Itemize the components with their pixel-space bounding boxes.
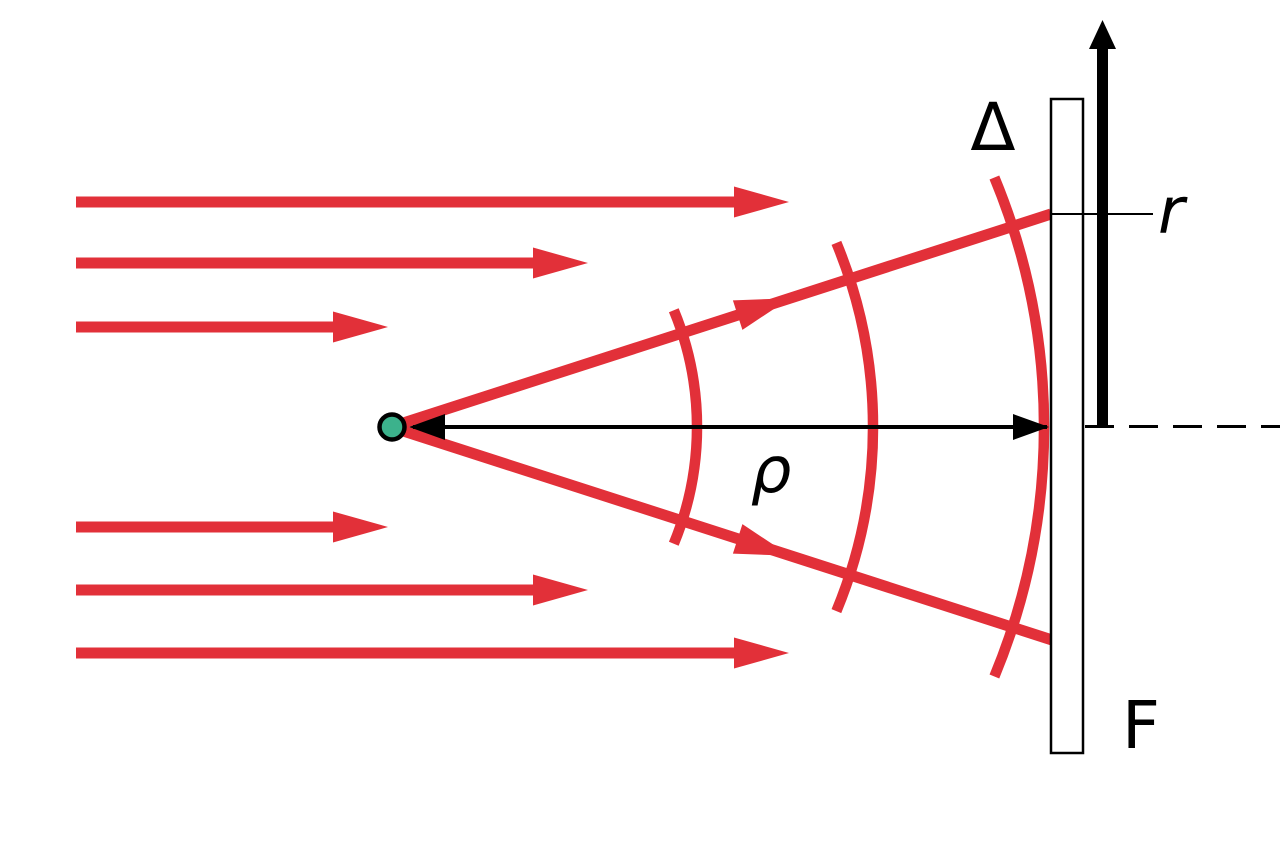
plane-wave-arrow-1	[76, 186, 789, 218]
arrowhead-icon	[734, 637, 789, 669]
plane-wave-arrow-4	[76, 511, 388, 543]
point-source-dot	[377, 412, 407, 442]
arrowhead-icon	[734, 186, 789, 218]
r-axis-arrow	[1089, 20, 1116, 428]
arrowhead-icon	[533, 574, 588, 606]
arrowhead-icon	[333, 311, 388, 343]
arrowhead-icon	[333, 511, 388, 543]
arrowhead-left-icon	[409, 414, 445, 440]
diverging-ray-lower	[392, 422, 1054, 646]
plane-wave-arrow-6	[76, 637, 789, 669]
arrowhead-icon	[533, 247, 588, 279]
plane-wave-arrow-5	[76, 574, 588, 606]
diverging-ray-upper	[392, 208, 1053, 432]
plane-wave-arrow-3	[76, 311, 388, 343]
rho-distance-arrow	[409, 414, 1049, 440]
arrowhead-icon	[732, 524, 790, 556]
plane-wave-rays	[76, 186, 789, 669]
label-rho-distance: ρ	[751, 434, 792, 508]
film-plate	[1049, 97, 1085, 755]
arrowhead-icon	[732, 298, 790, 330]
label-film: F	[1122, 687, 1160, 764]
plane-wave-arrow-2	[76, 247, 588, 279]
arrowhead-right-icon	[1013, 414, 1049, 440]
arrowhead-up-icon	[1089, 20, 1116, 49]
label-path-difference: Δ	[970, 89, 1015, 166]
label-radial-coordinate: r	[1158, 175, 1188, 249]
